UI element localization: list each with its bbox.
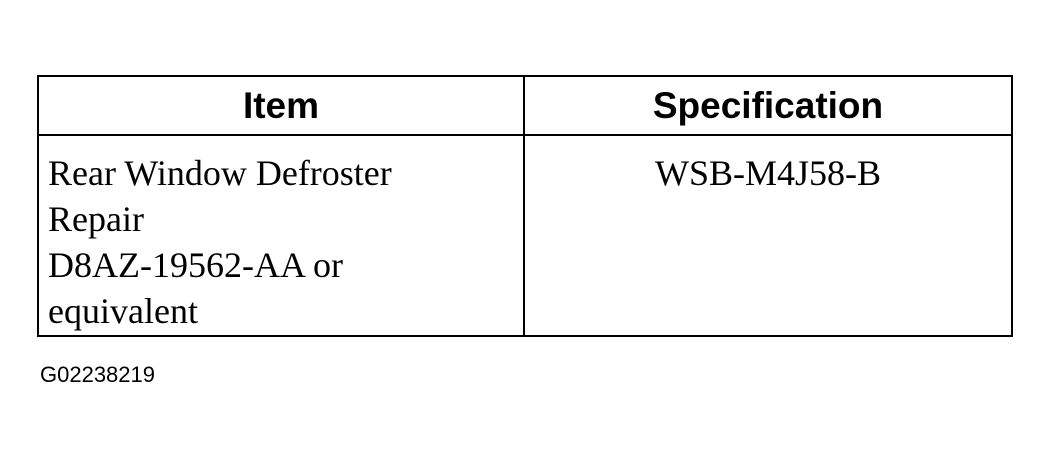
item-line: Rear Window Defroster: [48, 153, 392, 193]
header-row: Item Specification: [37, 75, 1013, 136]
specification-table: Item Specification Rear Window Defroster…: [37, 75, 1013, 337]
header-item: Item: [37, 75, 525, 136]
figure-id: G02238219: [40, 362, 155, 387]
item-line: D8AZ-19562-AA or: [48, 245, 343, 285]
table-body: Rear Window Defroster Repair D8AZ-19562-…: [37, 134, 1013, 337]
header-specification: Specification: [523, 75, 1013, 136]
table-header: Item Specification: [37, 75, 1013, 136]
item-line: Repair: [48, 199, 144, 239]
specification-cell: WSB-M4J58-B: [523, 134, 1013, 337]
item-cell: Rear Window Defroster Repair D8AZ-19562-…: [37, 134, 525, 337]
table-row: Rear Window Defroster Repair D8AZ-19562-…: [37, 134, 1013, 337]
item-line: equivalent: [48, 291, 198, 331]
